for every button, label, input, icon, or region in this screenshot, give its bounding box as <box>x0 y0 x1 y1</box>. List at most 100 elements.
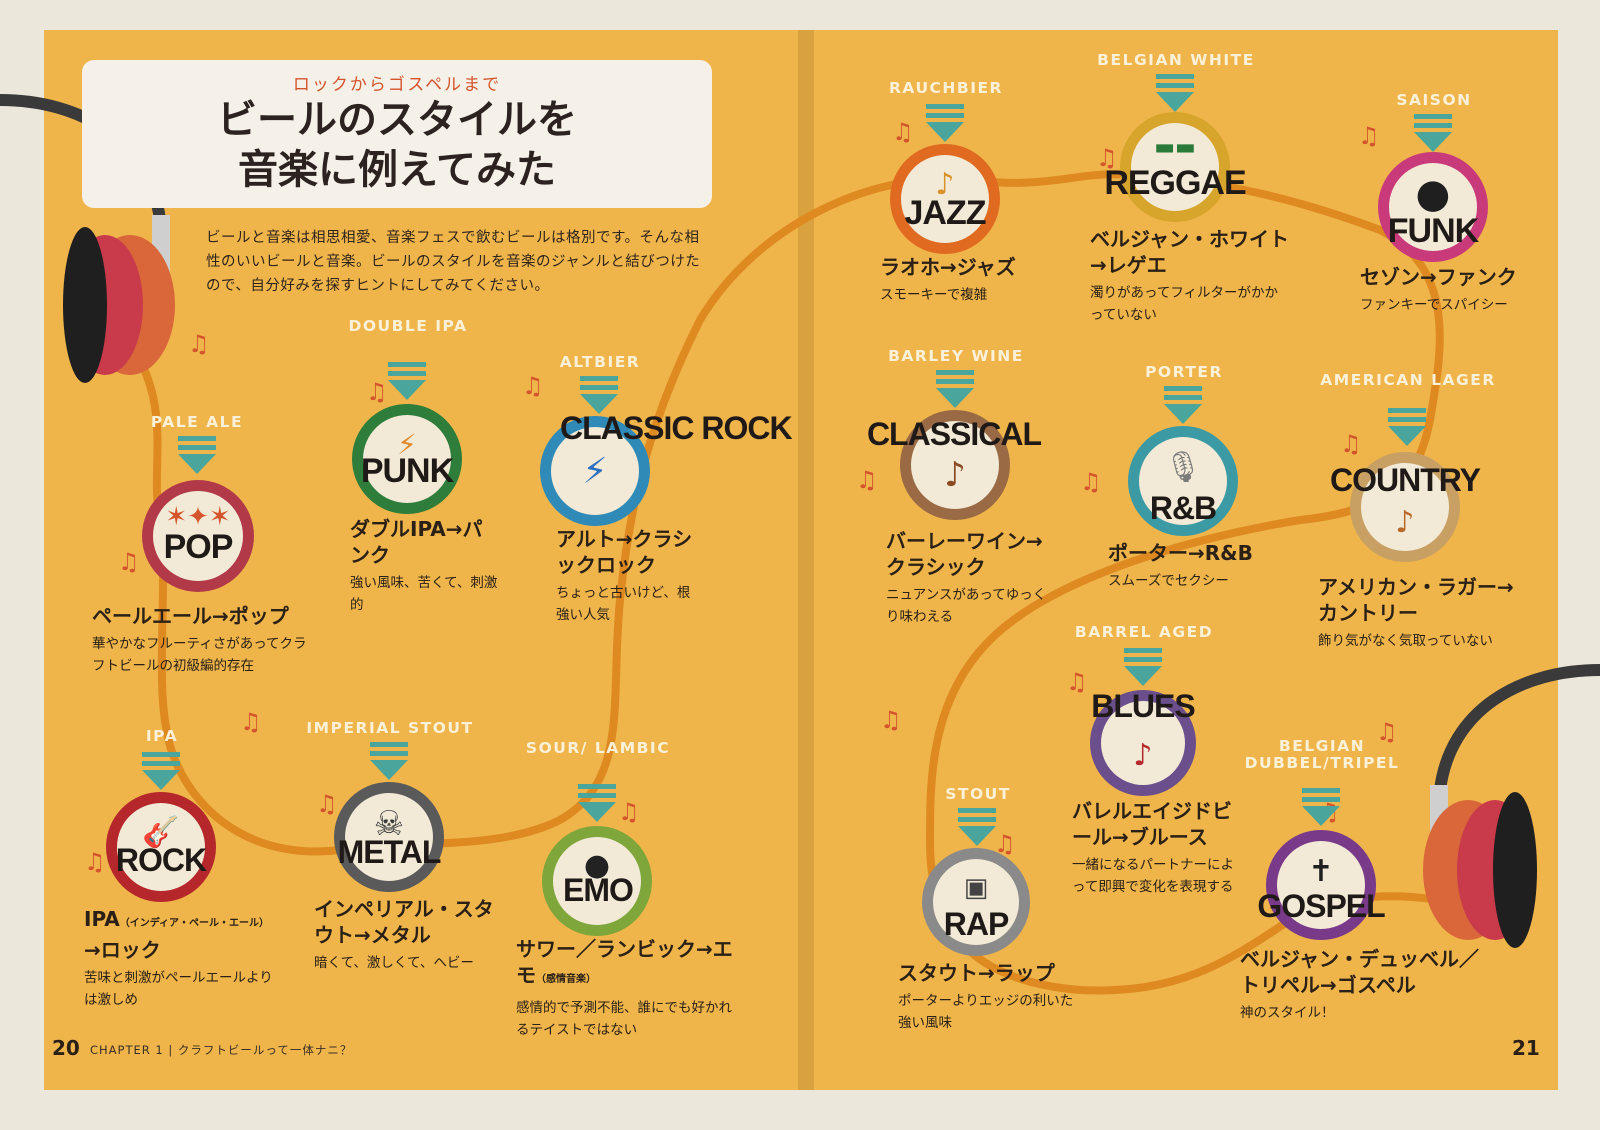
desc-text: 暗くて、激しくて、ヘビー <box>314 955 474 971</box>
desc-text: スムーズでセクシー <box>1108 573 1229 589</box>
genre-name-punk: PUNK <box>360 452 454 490</box>
genre-name-emo: EMO <box>563 872 634 908</box>
music-note-icon: ♫ <box>892 118 914 146</box>
desc-title: バレルエイジドビール→ブルース <box>1072 799 1232 849</box>
genre-badge-metal: ☠ <box>334 782 444 892</box>
genre-badge-emo: ● <box>542 826 652 936</box>
music-note-icon: ♫ <box>994 830 1016 858</box>
desc-pop: ペールエール→ポップ華やかなフルーティさがあってクラフトビールの初級編的存在 <box>92 603 310 677</box>
intro-text: ビールと音楽は相思相愛、音楽フェスで飲むビールは格別です。そんな相性のいいビール… <box>206 230 701 294</box>
desc-rap: スタウト→ラップポーターよりエッジの利いた強い風味 <box>898 960 1078 1034</box>
beer-style-label: PALE ALE <box>150 413 244 431</box>
genre-name-rap: RAP <box>943 906 1010 942</box>
music-note-icon: ♫ <box>1080 468 1102 496</box>
desc-classic-rock: アルト→クラシックロックちょっと古いけど、根強い人気 <box>556 526 696 626</box>
desc-text: ちょっと古いけど、根強い人気 <box>556 585 691 623</box>
saxophone-icon: ♪ <box>935 166 955 202</box>
genre-name-blues: BLUES <box>1091 688 1195 724</box>
down-arrow-icon <box>1164 386 1202 424</box>
violin-icon: ♪ <box>944 455 966 495</box>
beer-style-label: PORTER <box>1145 363 1223 381</box>
desc-title: スタウト→ラップ <box>898 961 1055 985</box>
page-number-right: 21 <box>1512 1036 1540 1060</box>
genre-badge-blues: ♪ <box>1090 690 1196 796</box>
genre-badge-funk: ● <box>1378 152 1488 262</box>
music-note-icon: ♫ <box>188 330 210 358</box>
genre-badge-classical: ♪ <box>900 410 1010 520</box>
running-head: CHAPTER 1 | クラフトビールって一体ナニ？ <box>90 1043 353 1057</box>
desc-title: セゾン→ファンク <box>1360 265 1517 289</box>
genre-badge-classic-rock: ⚡ <box>540 416 650 526</box>
beer-style-label: BELGIAN WHITE <box>1097 51 1255 69</box>
genre-badge-pop: ✶✦✶ <box>142 480 254 592</box>
music-note-icon: ♫ <box>1340 430 1362 458</box>
music-note-icon: ♫ <box>1358 122 1380 150</box>
genre-badge-rnb: 🎙 <box>1128 426 1238 536</box>
down-arrow-icon <box>1388 408 1426 446</box>
beer-style-label: STOUT <box>945 785 1011 803</box>
beer-style-label: IPA <box>145 727 179 745</box>
flying-v-guitar-icon: ⚡ <box>582 450 608 492</box>
page-title-line2: 音楽に例えてみた <box>238 147 556 193</box>
genre-badge-jazz: ♪ <box>890 144 1000 254</box>
desc-title-sub: （感情音楽） <box>536 974 596 985</box>
down-arrow-icon <box>958 808 996 846</box>
blues-guitar-icon: ♪ <box>1133 737 1153 773</box>
desc-blues: バレルエイジドビール→ブルース一緒になるパートナーによって即興で変化を表現する <box>1072 798 1242 898</box>
left-headphone-icon <box>0 94 175 383</box>
desc-text: 感情的で予測不能、誰にでも好かれるテイストではない <box>516 1000 732 1038</box>
music-note-icon: ♫ <box>1066 668 1088 696</box>
emo-face-icon: ● <box>583 847 611 883</box>
genre-badge-country: ♪ <box>1350 452 1460 562</box>
desc-text: 飾り気がなく気取っていない <box>1318 633 1493 649</box>
desc-title-sub: （インディア・ペール・エール） <box>119 918 270 929</box>
down-arrow-icon <box>580 376 618 414</box>
desc-title: アメリカン・ラガー→カントリー <box>1318 575 1514 625</box>
rock-hands-icon: ⚡ <box>397 427 417 461</box>
music-note-icon: ♫ <box>84 848 106 876</box>
desc-country: アメリカン・ラガー→カントリー飾り気がなく気取っていない <box>1318 574 1528 652</box>
desc-title-2: →ロック <box>84 938 161 962</box>
genre-name-gospel: GOSPEL <box>1257 888 1385 924</box>
down-arrow-icon <box>1302 788 1340 826</box>
genre-name-metal: METAL <box>337 834 442 870</box>
desc-reggae: ベルジャン・ホワイト→レゲエ濁りがあってフィルターがかかっていない <box>1090 226 1290 326</box>
music-note-icon: ♫ <box>1096 144 1118 172</box>
down-arrow-icon <box>142 752 180 790</box>
down-arrow-icon <box>1156 74 1194 112</box>
beer-style-label: SOUR/ LAMBIC <box>525 739 671 757</box>
desc-title: ポーター→R&B <box>1108 541 1253 565</box>
beer-style-label: ALTBIER <box>559 353 641 371</box>
genre-name-pop: POP <box>163 528 234 566</box>
desc-text: 苦味と刺激がペールエールよりは激しめ <box>84 970 273 1008</box>
beer-style-label: AMERICAN LAGER <box>1320 371 1496 389</box>
beer-style-label: DOUBLE IPA <box>348 317 468 335</box>
right-headphone-icon <box>1423 664 1600 948</box>
genre-name-reggae: REGGAE <box>1104 164 1246 202</box>
desc-gospel: ベルジャン・デュッベル／トリペル→ゴスペル神のスタイル！ <box>1240 946 1490 1024</box>
music-note-icon: ♫ <box>366 378 388 406</box>
desc-text: ポーターよりエッジの利いた強い風味 <box>898 993 1074 1031</box>
electric-guitar-icon: 🎸 <box>142 814 180 850</box>
genre-name-country: COUNTRY <box>1329 462 1481 498</box>
desc-rock: IPA（インディア・ペール・エール）→ロック苦味と刺激がペールエールよりは激しめ <box>84 906 284 1011</box>
desc-text: スモーキーで複雑 <box>880 287 988 303</box>
genre-name-jazz: JAZZ <box>904 194 987 232</box>
desc-funk: セゾン→ファンクファンキーでスパイシー <box>1360 264 1530 316</box>
page-number-left: 20 <box>52 1036 80 1060</box>
music-note-icon: ♫ <box>856 466 878 494</box>
desc-title: ダブルIPA→パンク <box>350 517 483 567</box>
desc-rnb: ポーター→R&B スムーズでセクシー <box>1108 540 1288 592</box>
desc-text: 一緒になるパートナーによって即興で変化を表現する <box>1072 857 1234 895</box>
music-note-icon: ♫ <box>240 708 262 736</box>
genre-name-rock: ROCK <box>115 842 207 878</box>
acoustic-guitar-icon: ♪ <box>1395 504 1415 540</box>
down-arrow-icon <box>1414 114 1452 152</box>
down-arrow-icon <box>926 104 964 142</box>
genre-name-classical: CLASSICAL <box>866 416 1042 452</box>
title-box: ロックからゴスペルまで ビールのスタイルを 音楽に例えてみた <box>82 60 712 208</box>
genre-badge-rap: ▣ <box>922 848 1030 956</box>
desc-title: サワー／ランビック→エモ <box>516 937 733 987</box>
genre-name-rnb: R&B <box>1149 490 1217 526</box>
